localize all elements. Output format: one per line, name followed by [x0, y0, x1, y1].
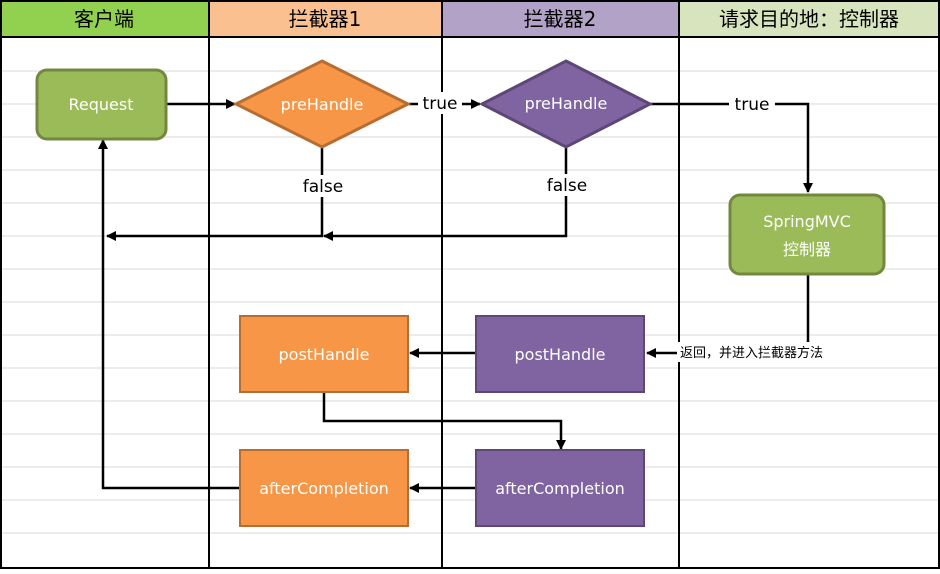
- lane-title-interceptor1: 拦截器1: [289, 7, 362, 31]
- arrow-posthandle1-to-aftercompletion2: [322, 393, 566, 450]
- lane-header-bg-controller: [679, 0, 940, 37]
- arrow-controller-to-posthandle2: [646, 275, 810, 358]
- aftercompletion2-node: [475, 449, 645, 527]
- arrow-aftercompletion1-to-request: [98, 139, 240, 490]
- prehandle1-decision: [232, 59, 412, 149]
- controller-label-line2: 控制器: [783, 240, 831, 259]
- prehandle2-decision: [478, 59, 654, 149]
- label-bg-true1: [418, 92, 462, 114]
- label-bg-false2: [543, 174, 591, 196]
- aftercompletion1-node: [239, 449, 409, 527]
- edge-label-true2: true: [735, 95, 770, 115]
- posthandle2-label: postHandle: [515, 345, 606, 364]
- posthandle1-node: [239, 315, 409, 393]
- edge-label-true1: true: [423, 94, 458, 114]
- controller-node: [728, 193, 886, 276]
- prehandle2-label: preHandle: [525, 94, 608, 113]
- request-node: [35, 68, 168, 141]
- aftercompletion2-label: afterCompletion: [495, 479, 625, 498]
- label-bg-false1: [299, 175, 347, 197]
- posthandle1-label: postHandle: [279, 345, 370, 364]
- controller-label-line1: SpringMVC: [763, 212, 851, 231]
- lane-title-controller: 请求目的地：控制器: [719, 7, 899, 31]
- lane-header-bg-client: [0, 0, 209, 37]
- posthandle2-node: [475, 315, 645, 393]
- lane-title-interceptor2: 拦截器2: [524, 7, 597, 31]
- arrow-prehandle2-false-to-interceptor1: [323, 148, 568, 241]
- edge-label-false1: false: [303, 177, 343, 197]
- edge-label-false2: false: [547, 176, 587, 196]
- lane-header-bg-interceptor1: [209, 0, 442, 37]
- arrow-prehandle2-to-controller: [651, 102, 813, 193]
- request-node-label: Request: [69, 95, 134, 114]
- lane-title-client: 客户端: [74, 7, 134, 31]
- label-bg-return-note: [677, 342, 853, 362]
- label-bg-true2: [729, 93, 775, 115]
- lane-header-bg-interceptor2: [442, 0, 679, 37]
- edge-label-return-note: 返回，并进入拦截器方法: [680, 345, 823, 361]
- aftercompletion1-label: afterCompletion: [259, 479, 389, 498]
- arrow-prehandle1-false-to-client: [106, 148, 324, 241]
- prehandle1-label: preHandle: [281, 95, 364, 114]
